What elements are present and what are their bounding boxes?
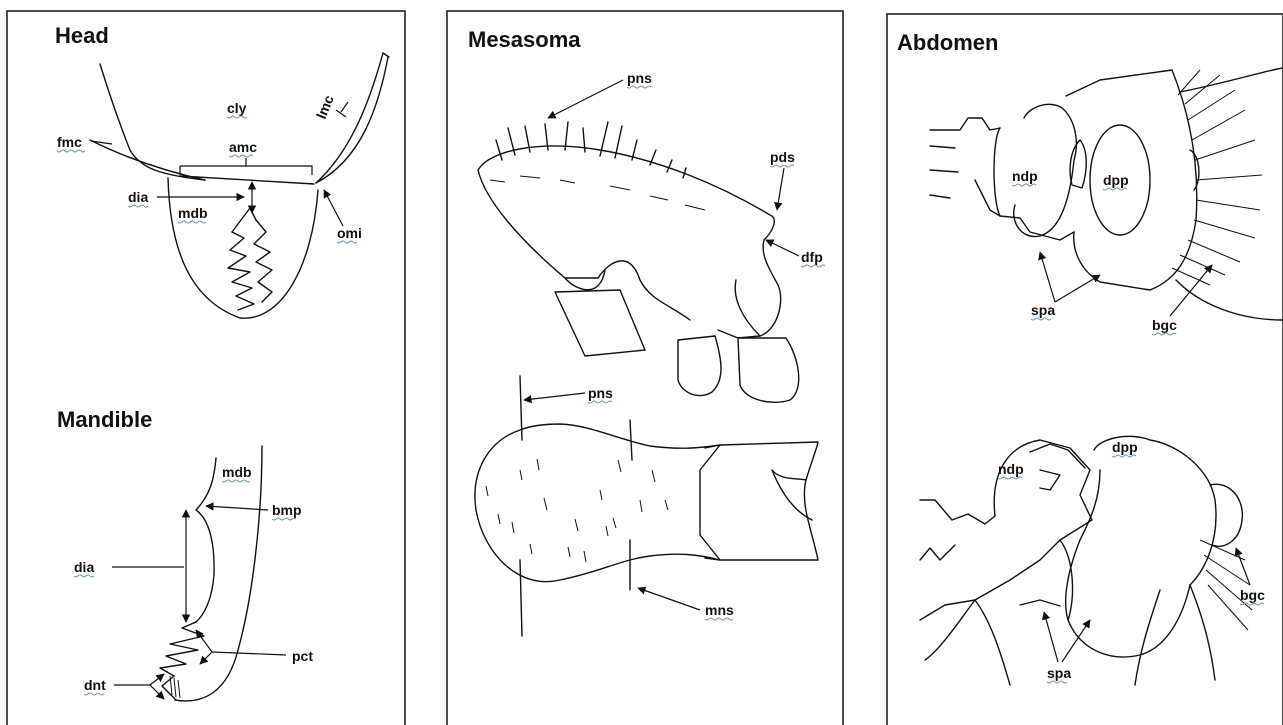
abdomen-label-bgc-top: bgc bbox=[1152, 317, 1177, 333]
head-label-cly: cly bbox=[227, 100, 247, 116]
mandible-label-dia: dia bbox=[74, 559, 94, 575]
mandible-label-mdb: mdb bbox=[222, 464, 252, 480]
abdomen-label-ndp-bottom: ndp bbox=[998, 461, 1024, 477]
head-label-dia: dia bbox=[128, 189, 148, 205]
abdomen-label-ndp-top: ndp bbox=[1012, 168, 1038, 184]
mesasoma-label-dfp: dfp bbox=[801, 249, 823, 265]
mandible-label-pct: pct bbox=[292, 648, 313, 664]
abdomen-label-dpp-top: dpp bbox=[1103, 172, 1129, 188]
mesasoma-label-pns-bottom: pns bbox=[588, 385, 613, 401]
head-label-omi: omi bbox=[337, 225, 362, 241]
mandible-label-bmp: bmp bbox=[272, 502, 302, 518]
abdomen-label-spa-top: spa bbox=[1031, 302, 1055, 318]
head-label-mdb: mdb bbox=[178, 205, 208, 221]
panel-mesasoma: Mesasoma pns pds dfp pns bbox=[447, 11, 843, 725]
mandible-title: Mandible bbox=[57, 407, 152, 432]
head-label-amc: amc bbox=[229, 139, 257, 155]
abdomen-label-bgc-bottom: bgc bbox=[1240, 587, 1265, 603]
mesasoma-label-pds: pds bbox=[770, 149, 795, 165]
panel-abdomen: Abdomen ndp dpp spa bgc bbox=[887, 14, 1283, 725]
panel-head-mandible: Head cly lmc fmc amc bbox=[7, 11, 405, 725]
abdomen-label-dpp-bottom: dpp bbox=[1112, 439, 1138, 455]
head-label-fmc: fmc bbox=[57, 134, 82, 150]
mandible-label-dnt: dnt bbox=[84, 677, 106, 693]
mesasoma-label-mns: mns bbox=[705, 602, 734, 618]
head-title: Head bbox=[55, 23, 109, 48]
mesasoma-label-pns-top: pns bbox=[627, 70, 652, 86]
abdomen-label-spa-bottom: spa bbox=[1047, 665, 1071, 681]
abdomen-title: Abdomen bbox=[897, 30, 998, 55]
mesasoma-title: Mesasoma bbox=[468, 27, 581, 52]
